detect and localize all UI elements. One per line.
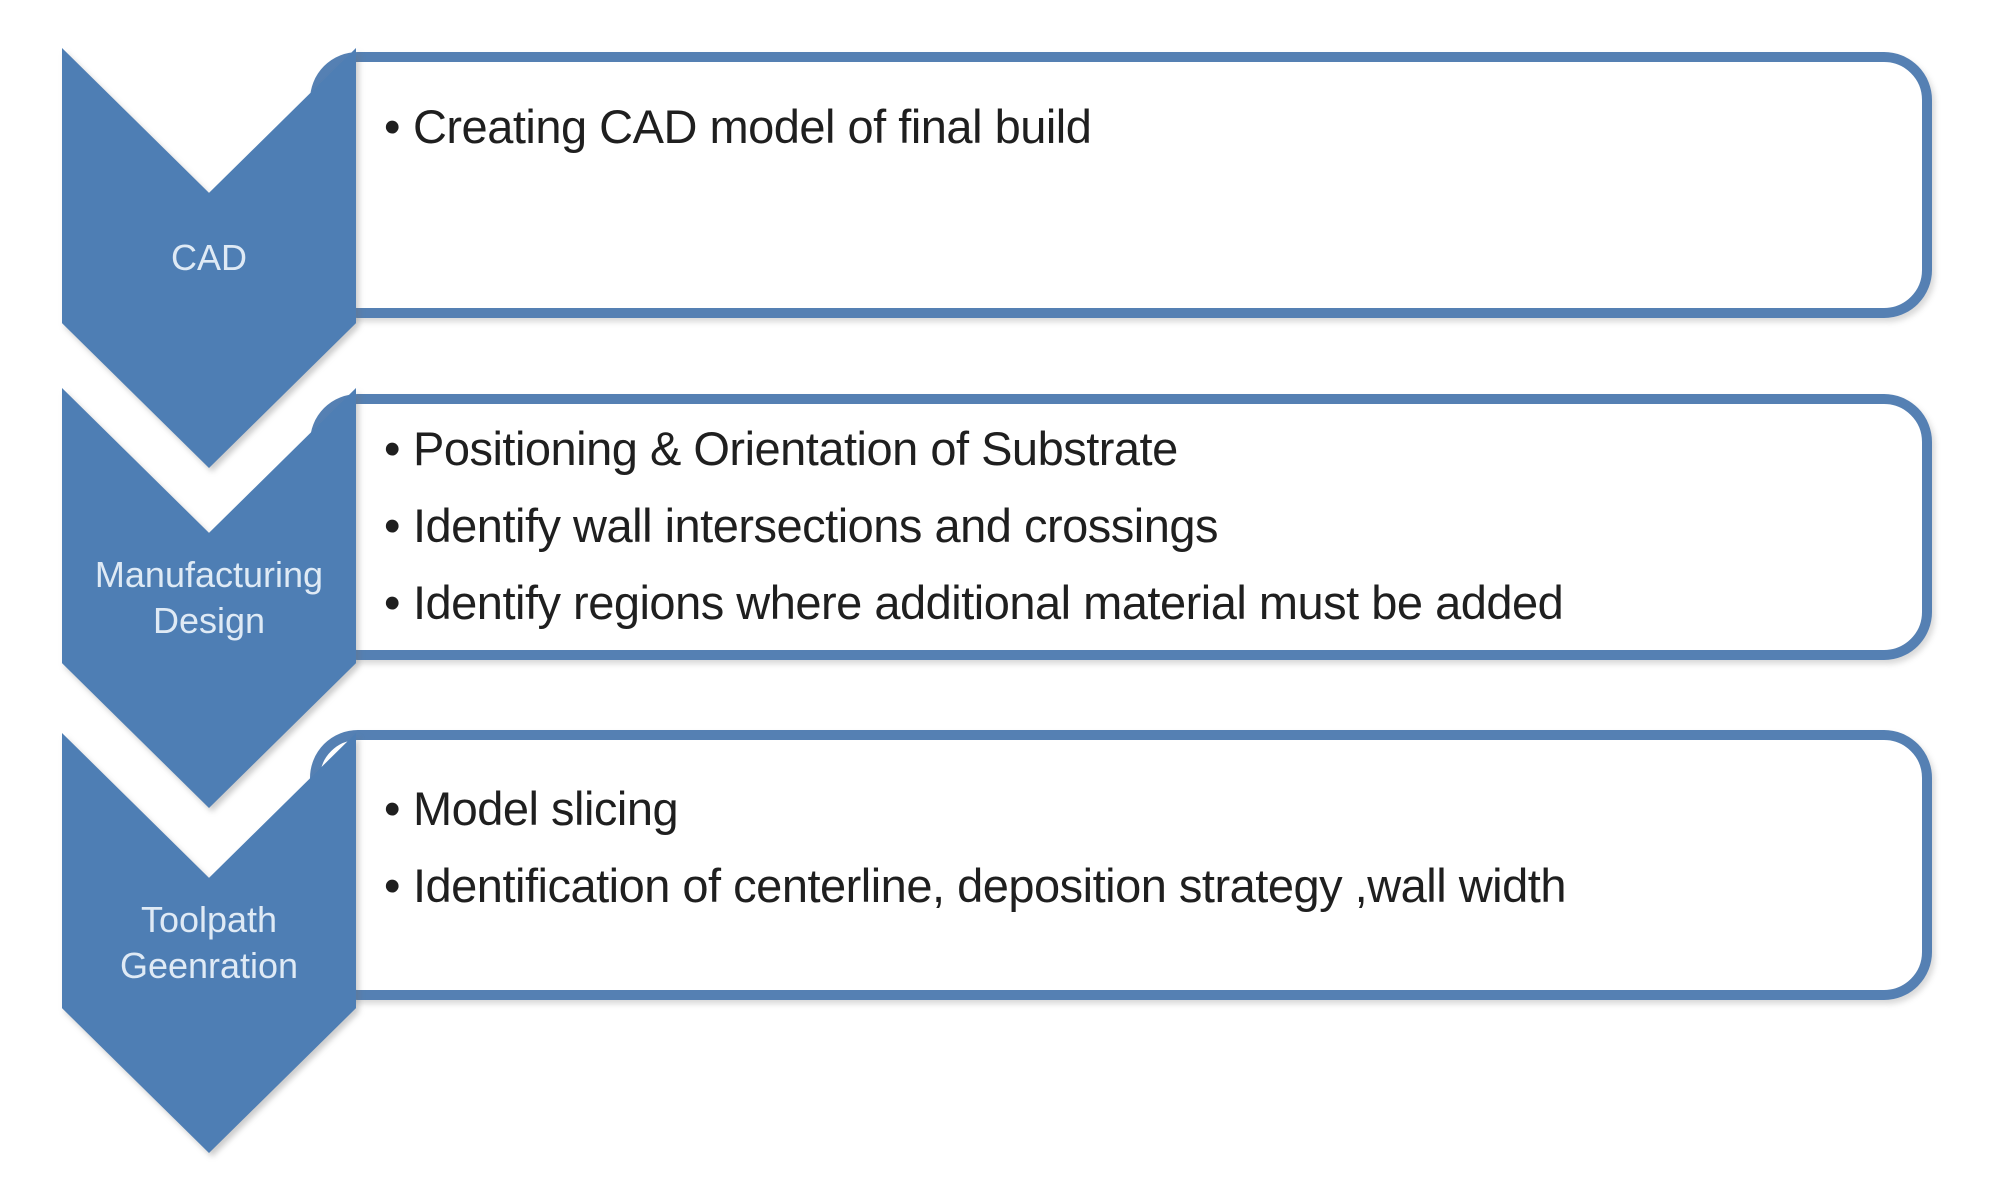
toolpath-generation-details-box: • Model slicing • Identification of cent… — [310, 730, 1932, 1000]
bullet-item: • Identification of centerline, depositi… — [384, 847, 1892, 924]
cad-chevron-label: CAD — [170, 237, 247, 278]
cad-chevron: CAD — [62, 48, 356, 468]
toolpath-generation-chevron: Toolpath Geenration — [62, 733, 356, 1153]
toolpath-generation-bullet-list: • Model slicing • Identification of cent… — [320, 740, 1922, 924]
bullet-text: Model slicing — [412, 782, 679, 835]
bullet-item: • Positioning & Orientation of Substrate — [384, 410, 1892, 487]
bullet-marker: • — [384, 859, 400, 912]
manufacturing-design-chevron-label: Manufacturing Design — [94, 554, 324, 641]
bullet-item: • Identify regions where additional mate… — [384, 564, 1892, 641]
bullet-marker: • — [384, 422, 400, 475]
cad-bullet-list: • Creating CAD model of final build — [320, 62, 1922, 165]
bullet-item: • Creating CAD model of final build — [384, 88, 1892, 165]
bullet-item: • Identify wall intersections and crossi… — [384, 487, 1892, 564]
bullet-text: Positioning & Orientation of Substrate — [412, 422, 1178, 475]
toolpath-generation-chevron-label: Toolpath Geenration — [119, 899, 299, 986]
manufacturing-design-chevron: Manufacturing Design — [62, 388, 356, 808]
manufacturing-design-details-box: • Positioning & Orientation of Substrate… — [310, 394, 1932, 660]
bullet-text: Identify wall intersections and crossing… — [412, 499, 1219, 552]
cad-details-box: • Creating CAD model of final build — [310, 52, 1932, 318]
bullet-marker: • — [384, 576, 400, 629]
manufacturing-design-bullet-list: • Positioning & Orientation of Substrate… — [320, 404, 1922, 641]
bullet-marker: • — [384, 100, 400, 153]
bullet-marker: • — [384, 782, 400, 835]
bullet-text: Creating CAD model of final build — [412, 100, 1092, 153]
bullet-marker: • — [384, 499, 400, 552]
bullet-text: Identification of centerline, deposition… — [412, 859, 1567, 912]
bullet-text: Identify regions where additional materi… — [412, 576, 1564, 629]
bullet-item: • Model slicing — [384, 770, 1892, 847]
